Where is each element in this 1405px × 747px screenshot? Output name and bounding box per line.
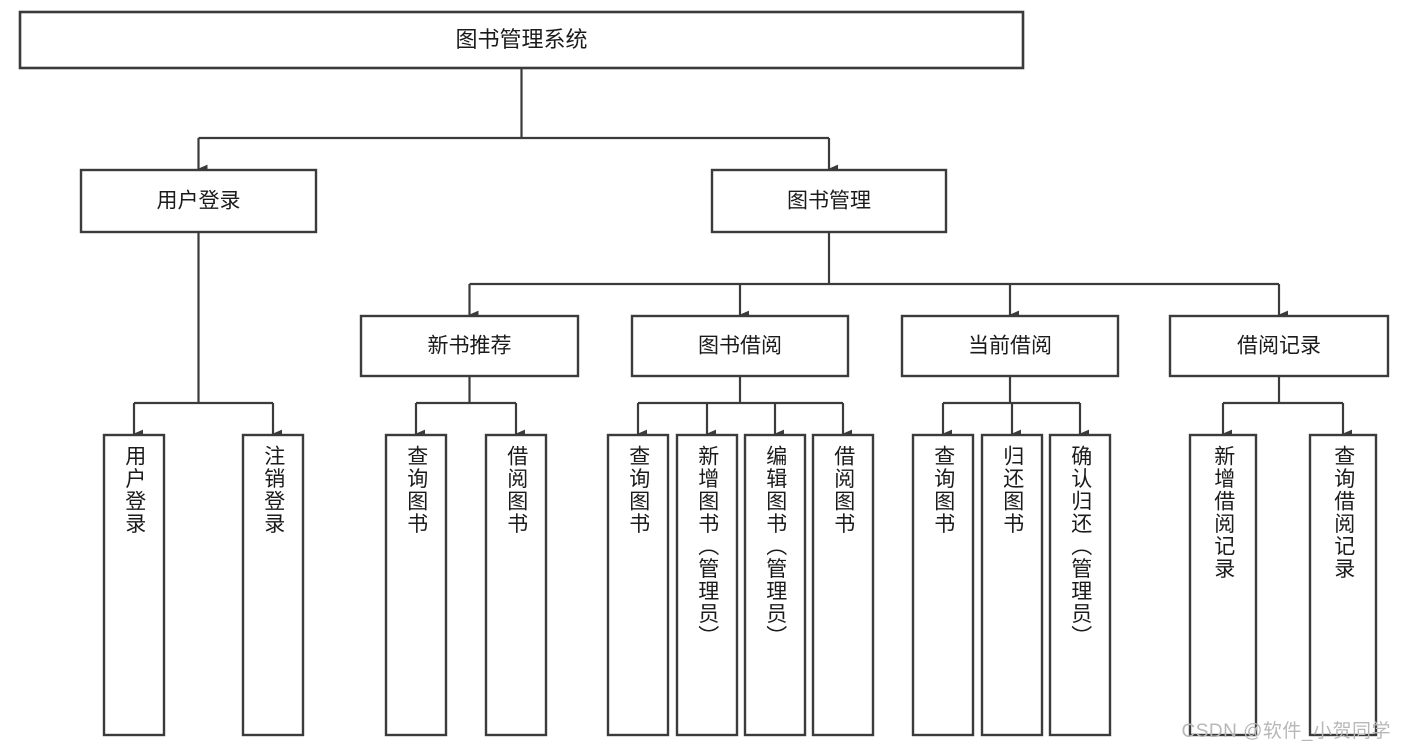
node-box-l-query-record[interactable] — [1308, 433, 1378, 737]
node-label-borrow-record: 借阅记录 — [1237, 335, 1321, 358]
node-box-current-borrow[interactable] — [900, 314, 1120, 378]
node-box-l-query-book-3[interactable] — [911, 433, 975, 737]
watermark-text: CSDN @软件_小贺同学 — [1181, 721, 1391, 742]
node-box-leaf-user-login[interactable] — [102, 433, 166, 737]
node-box-leaf-logout[interactable] — [241, 433, 305, 737]
edge-layer — [132, 68, 1352, 439]
node-box-borrow-record[interactable] — [1168, 314, 1390, 378]
node-box-l-borrow-book-2[interactable] — [811, 433, 875, 737]
node-box-l-edit-book[interactable] — [743, 433, 807, 737]
node-box-l-query-book-2[interactable] — [606, 433, 670, 737]
node-box-book-borrow[interactable] — [630, 314, 850, 378]
node-label-new-book-rec: 新书推荐 — [428, 335, 512, 358]
node-box-l-add-book[interactable] — [675, 433, 739, 737]
node-box-l-borrow-book-1[interactable] — [484, 433, 548, 737]
node-box-root[interactable] — [18, 10, 1025, 70]
node-box-book-manage[interactable] — [710, 168, 948, 234]
node-label-root: 图书管理系统 — [455, 27, 587, 52]
node-label-book-manage: 图书管理 — [787, 190, 871, 213]
node-box-l-query-book-1[interactable] — [384, 433, 448, 737]
node-box-new-book-rec[interactable] — [359, 314, 580, 378]
node-box-l-return-book[interactable] — [980, 433, 1044, 737]
node-label-book-borrow: 图书借阅 — [698, 335, 782, 358]
node-label-current-borrow: 当前借阅 — [968, 335, 1052, 358]
box-layer — [18, 10, 1390, 737]
node-box-l-confirm-return[interactable] — [1048, 433, 1112, 737]
node-label-user-login: 用户登录 — [157, 190, 241, 213]
node-box-user-login[interactable] — [79, 168, 318, 234]
node-box-l-add-record[interactable] — [1188, 433, 1258, 737]
